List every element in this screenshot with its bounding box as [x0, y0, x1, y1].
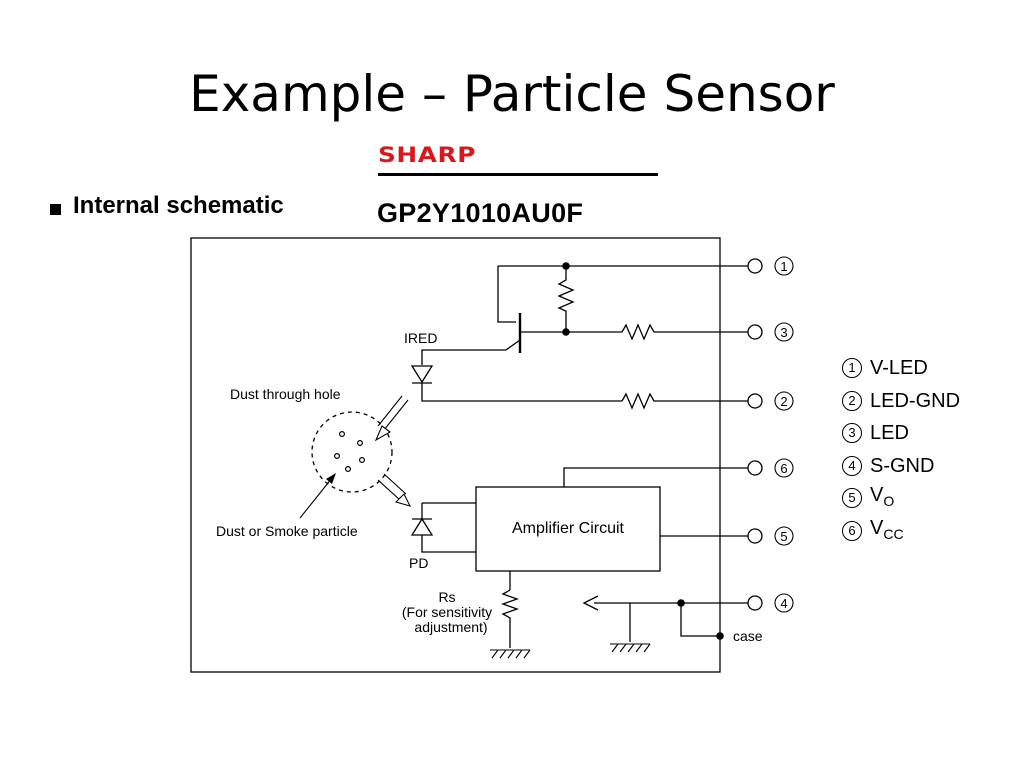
legend-pin-name: V-LED	[870, 357, 928, 380]
legend-pin-name: S-GND	[870, 454, 935, 477]
resistor-vertical	[557, 266, 575, 332]
pin-label-2: 2	[780, 394, 787, 409]
legend-pin-number: 1	[842, 358, 862, 379]
legend-pin-number: 2	[842, 390, 862, 411]
part-number: GP2Y1010AU0F	[377, 198, 584, 228]
legend-pin-name-main: V	[870, 516, 884, 539]
pin-label-1: 1	[780, 259, 787, 274]
legend-pin-name-sub: O	[883, 493, 895, 510]
pin-terminals	[747, 258, 763, 611]
pin-legend: 1 V-LED 2 LED-GND 3 LED 4 S-GND 5 VO 6 V…	[842, 352, 960, 547]
label-dust-hole: Dust through hole	[230, 386, 341, 402]
legend-pin-number: 6	[842, 520, 862, 541]
resistor-led	[621, 323, 748, 341]
legend-item: 4 S-GND	[842, 450, 960, 483]
legend-pin-name: VCC	[870, 513, 904, 549]
section-heading-text: Internal schematic	[73, 192, 284, 219]
pin-badges	[774, 256, 794, 613]
sgnd-arrowhead	[582, 595, 599, 611]
legend-item: 1 V-LED	[842, 352, 960, 385]
transistor-emitter	[505, 339, 521, 351]
label-case: case	[733, 628, 763, 644]
resistor-rs	[501, 589, 519, 648]
label-dust-particle: Dust or Smoke particle	[216, 523, 358, 539]
label-rs: Rs	[438, 589, 455, 605]
amplifier-box	[475, 486, 661, 572]
legend-item: 5 VO	[842, 482, 960, 515]
legend-pin-name-main: V	[870, 484, 884, 507]
legend-pin-number: 5	[842, 488, 862, 509]
wire-pd-bottom	[421, 535, 476, 553]
label-rs-note-1: (For sensitivity	[402, 604, 492, 620]
legend-pin-name-sub: CC	[883, 525, 904, 542]
resistor-ledgnd	[621, 392, 748, 410]
ground-rs	[490, 649, 531, 659]
sharp-logo: SHARP	[378, 143, 476, 167]
brand-divider	[378, 173, 658, 176]
particle-pointer-arrow	[299, 477, 333, 519]
particle-pointer-head	[326, 473, 336, 484]
section-heading: Internal schematic	[50, 192, 284, 220]
label-pd: PD	[409, 555, 428, 571]
ired-diode	[410, 365, 434, 384]
wire-emitter	[421, 349, 506, 365]
enclosure-box	[190, 237, 721, 673]
legend-item: 3 LED	[842, 417, 960, 450]
light-arrow-in	[374, 395, 409, 442]
pin-label-6: 6	[780, 461, 787, 476]
ground-sgnd	[610, 643, 651, 653]
legend-item: 6 VCC	[842, 515, 960, 548]
wire-vcc	[563, 467, 748, 487]
pd-diode	[410, 517, 434, 536]
case-dot	[716, 632, 724, 640]
pin-label-3: 3	[780, 325, 787, 340]
dust-hole-circle	[311, 411, 393, 493]
legend-pin-name: VO	[870, 480, 894, 516]
slide-title: Example – Particle Sensor	[189, 65, 835, 123]
label-amplifier: Amplifier Circuit	[512, 520, 625, 537]
legend-pin-name: LED-GND	[870, 389, 961, 412]
pin-label-5: 5	[780, 529, 787, 544]
legend-pin-number: 4	[842, 455, 862, 476]
wire-collector	[497, 266, 516, 323]
bullet-square-icon	[50, 203, 61, 215]
pin-label-4: 4	[780, 596, 787, 611]
light-arrow-out	[377, 473, 412, 507]
legend-item: 2 LED-GND	[842, 385, 960, 418]
wire-case	[680, 603, 720, 637]
dust-particles	[334, 431, 366, 473]
legend-pin-number: 3	[842, 423, 862, 444]
label-ired: IRED	[404, 330, 437, 346]
wire-ired-gnd	[421, 383, 622, 402]
legend-pin-name: LED	[870, 422, 909, 445]
label-rs-note-2: adjustment)	[414, 619, 487, 635]
